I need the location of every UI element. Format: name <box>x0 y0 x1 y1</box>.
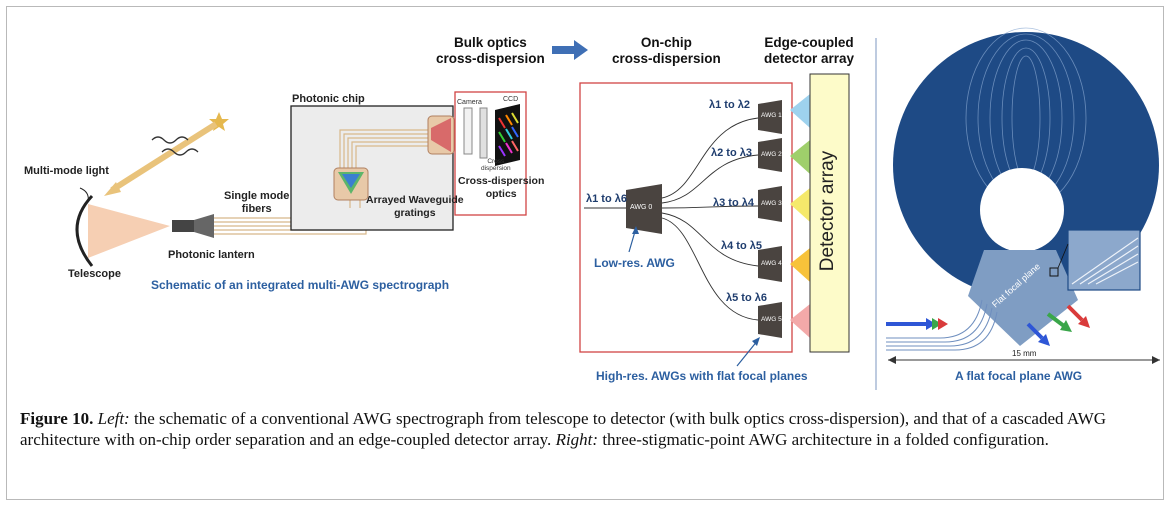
fanout-waveguides <box>661 117 759 321</box>
light-ray <box>110 121 218 193</box>
cross-dispersion-optics-label: Cross-dispersion optics <box>458 175 545 200</box>
caption-text-2: three-stigmatic-point AWG architecture i… <box>598 430 1049 449</box>
output-range-label: λ5 to λ6 <box>726 292 767 304</box>
detector-array <box>809 73 850 353</box>
schematic-title: Schematic of an integrated multi-AWG spe… <box>151 278 450 292</box>
awg-label: AWG 2 <box>761 151 782 158</box>
detector-array-label: Detector array <box>817 150 838 272</box>
low-res-label: Low-res. AWG <box>594 256 675 270</box>
inner-hole <box>980 168 1064 252</box>
photonic-lantern-body <box>172 220 194 232</box>
high-res-label: High-res. AWGs with flat focal planes <box>596 369 808 383</box>
output-range-label: λ3 to λ4 <box>713 197 754 209</box>
star-icon <box>209 112 229 131</box>
multimode-light-label: Multi-mode light <box>24 165 109 177</box>
telescope-label: Telescope <box>68 268 121 280</box>
caption-label: Figure 10. <box>20 409 94 428</box>
wave-squiggle <box>151 136 189 144</box>
photonic-lantern-label: Photonic lantern <box>168 249 255 261</box>
photonic-chip <box>290 105 454 231</box>
awg-label: AWG 1 <box>761 112 782 119</box>
awg-label: AWG 3 <box>761 200 782 207</box>
output-wedge <box>790 304 810 338</box>
awg-label: AWG 4 <box>761 260 782 267</box>
light-arrowhead <box>104 182 121 196</box>
single-mode-fibers-label: Single mode fibers <box>224 190 290 215</box>
caption-text-1: the schematic of a conventional AWG spec… <box>20 409 1107 449</box>
wave-squiggle <box>161 148 199 156</box>
edge-coupled-heading: Edge-coupled detector array <box>764 35 855 66</box>
ccd-label: CCD <box>503 96 519 103</box>
zoom-inset <box>1067 229 1141 291</box>
arrayed-waveguide-label: Arrayed Waveguide gratings <box>366 194 464 219</box>
caption-left-word: Left: <box>97 409 130 428</box>
output-wedge <box>790 94 810 128</box>
output-wedge <box>790 140 810 174</box>
awg0-label: AWG 0 <box>630 204 653 211</box>
camera-label: Camera <box>457 99 482 106</box>
high-res-awgs <box>758 100 782 338</box>
output-range-label: λ2 to λ3 <box>711 147 752 159</box>
flat-focal-plane-region <box>968 250 1078 346</box>
figure-frame <box>6 6 1164 500</box>
output-range-label: λ4 to λ5 <box>721 240 762 252</box>
figure-caption: Figure 10. Left: the schematic of a conv… <box>20 408 1150 450</box>
caption-right-word: Right: <box>555 430 599 449</box>
onchip-frame <box>579 82 793 353</box>
cross-dispersion-small-label: Cross dispersion <box>481 158 511 172</box>
input-waveguides <box>886 299 998 351</box>
awg0-shape <box>626 184 662 234</box>
output-wedge <box>790 188 810 222</box>
awg-label: AWG 5 <box>761 316 782 323</box>
bulk-optics-heading: Bulk optics cross-dispersion <box>436 35 545 66</box>
photonic-chip-label: Photonic chip <box>292 93 365 105</box>
output-range-label: λ1 to λ2 <box>709 99 750 111</box>
right-panel-title: A flat focal plane AWG <box>955 369 1083 383</box>
scale-label: 15 mm <box>1012 349 1037 358</box>
light-cone <box>88 204 170 258</box>
input-range-label: λ1 to λ6 <box>586 193 627 205</box>
onchip-heading: On-chip cross-dispersion <box>612 35 721 66</box>
telescope-mirror <box>75 194 94 267</box>
output-wedge <box>790 248 810 282</box>
arrow-icon <box>552 40 588 60</box>
